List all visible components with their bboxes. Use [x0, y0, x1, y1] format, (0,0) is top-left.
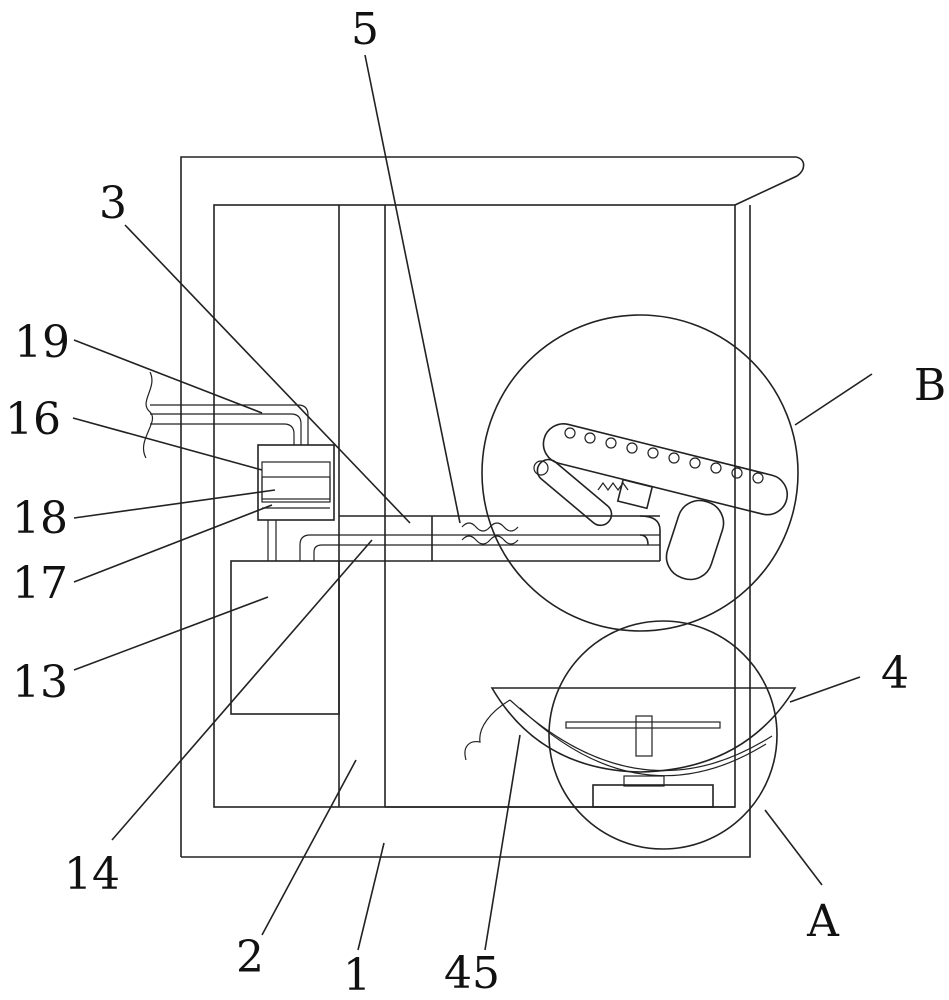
horizontal-pipe	[299, 515, 660, 562]
label-3: 3	[99, 178, 127, 229]
label-13: 13	[12, 657, 68, 708]
reference-labels: 5 3 19 16 18 17 13 14 2 1 45 4 B A	[5, 4, 946, 1000]
outer-housing	[180, 156, 805, 858]
label-b: B	[914, 360, 946, 411]
label-19: 19	[14, 317, 70, 368]
detail-circle-b	[481, 314, 799, 632]
label-45: 45	[444, 948, 500, 999]
filter-device	[143, 371, 335, 561]
central-column	[338, 205, 386, 807]
label-5: 5	[351, 4, 379, 55]
detail-circle-a	[464, 620, 797, 850]
label-2: 2	[236, 932, 264, 983]
box-13	[230, 560, 340, 715]
label-17: 17	[12, 558, 68, 609]
label-14: 14	[64, 849, 120, 900]
label-16: 16	[5, 394, 61, 445]
roller-holes	[564, 427, 764, 484]
label-4: 4	[881, 648, 909, 699]
label-a: A	[806, 896, 840, 947]
label-18: 18	[12, 493, 68, 544]
leader-lines	[72, 54, 873, 951]
inner-cabinet	[213, 204, 736, 808]
label-1: 1	[343, 950, 371, 1000]
